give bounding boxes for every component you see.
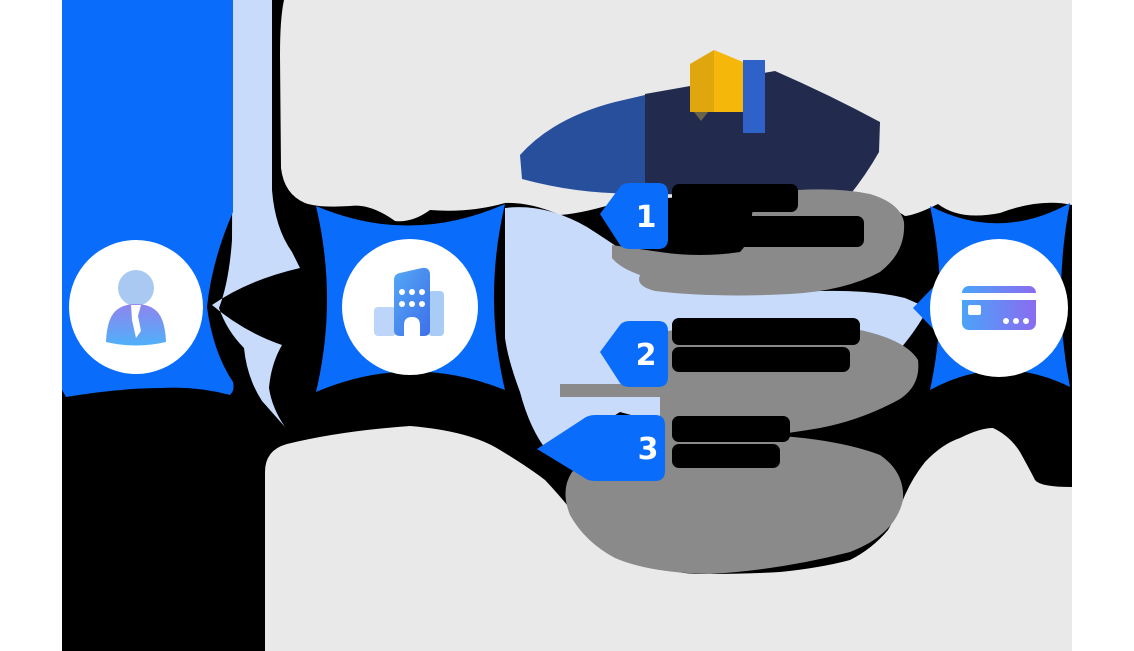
- gray-panel-bottom: [265, 426, 1072, 651]
- step-badge-2-number: 2: [636, 338, 657, 373]
- step-badge-1: 1: [600, 183, 668, 249]
- text-silhouettes: [672, 184, 864, 468]
- page-white-column-left: [0, 0, 62, 651]
- step-badge-2: 2: [600, 321, 668, 387]
- yellow-cube-logo-icon: [690, 50, 765, 133]
- credit-card-icon: [962, 286, 1036, 330]
- page-white-column-right: [1072, 0, 1134, 651]
- company-building-icon: [374, 267, 444, 336]
- step-badge-3-number: 3: [638, 432, 659, 467]
- person-icon: [106, 270, 166, 346]
- ribbon-left: [212, 0, 300, 427]
- step-badge-1-number: 1: [636, 200, 657, 235]
- step-badge-3: 3: [537, 415, 665, 481]
